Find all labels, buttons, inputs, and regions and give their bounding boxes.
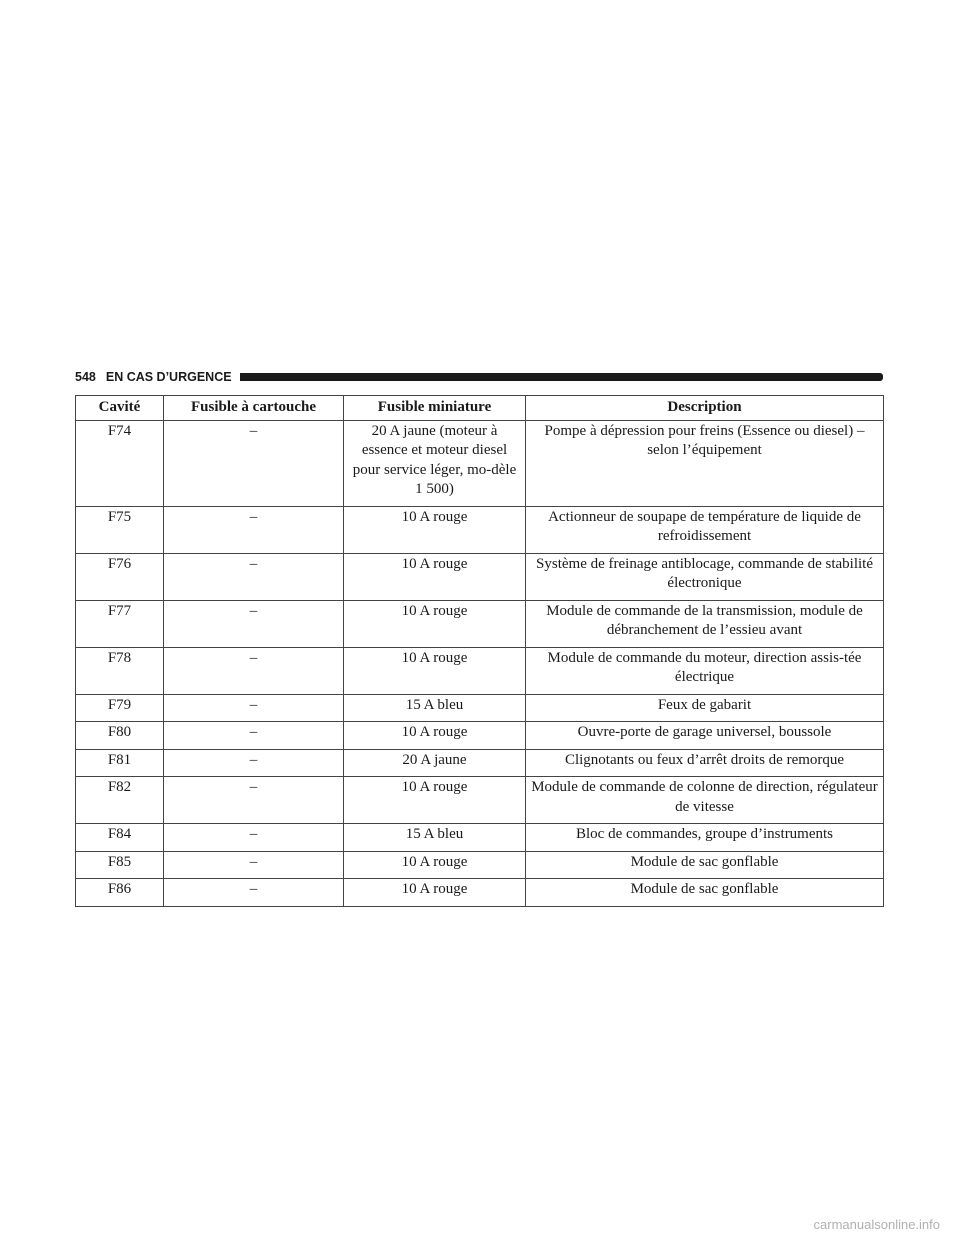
column-header-description: Description — [525, 395, 884, 421]
cell-cartridge-fuse: – — [163, 506, 344, 554]
table-row: F82 – 10 A rouge Module de commande de c… — [75, 776, 884, 824]
cell-mini-fuse: 10 A rouge — [343, 721, 526, 750]
table-row: F78 – 10 A rouge Module de commande du m… — [75, 647, 884, 695]
cell-description: Module de sac gonflable — [525, 878, 884, 907]
cell-mini-fuse: 15 A bleu — [343, 823, 526, 852]
table-row: F81 – 20 A jaune Clignotants ou feux d’a… — [75, 749, 884, 777]
column-header-cartridge-fuse: Fusible à cartouche — [163, 395, 344, 421]
cell-cartridge-fuse: – — [163, 600, 344, 648]
cell-cartridge-fuse: – — [163, 823, 344, 852]
table-row: F84 – 15 A bleu Bloc de commandes, group… — [75, 823, 884, 852]
cell-mini-fuse: 10 A rouge — [343, 851, 526, 879]
table-row: F80 – 10 A rouge Ouvre-porte de garage u… — [75, 721, 884, 750]
cell-cavity: F79 — [75, 694, 164, 722]
cell-cavity: F76 — [75, 553, 164, 601]
cell-cartridge-fuse: – — [163, 694, 344, 722]
table-header-row: Cavité Fusible à cartouche Fusible minia… — [75, 395, 884, 421]
cell-mini-fuse: 10 A rouge — [343, 878, 526, 907]
cell-description: Clignotants ou feux d’arrêt droits de re… — [525, 749, 884, 777]
page-header: 548 EN CAS D’URGENCE — [75, 369, 883, 385]
table-row: F79 – 15 A bleu Feux de gabarit — [75, 694, 884, 722]
table-row: F75 – 10 A rouge Actionneur de soupape d… — [75, 506, 884, 554]
cell-description: Module de commande du moteur, direction … — [525, 647, 884, 695]
table-body: F74 – 20 A jaune (moteur à essence et mo… — [75, 420, 884, 907]
cell-description: Système de freinage antiblocage, command… — [525, 553, 884, 601]
header-rule — [239, 373, 883, 381]
cell-cavity: F74 — [75, 420, 164, 507]
cell-cartridge-fuse: – — [163, 420, 344, 507]
cell-cartridge-fuse: – — [163, 776, 344, 824]
cell-mini-fuse: 20 A jaune — [343, 749, 526, 777]
fuse-table: Cavité Fusible à cartouche Fusible minia… — [75, 395, 884, 907]
cell-cavity: F84 — [75, 823, 164, 852]
cell-description: Bloc de commandes, groupe d’instruments — [525, 823, 884, 852]
cell-mini-fuse: 10 A rouge — [343, 776, 526, 824]
cell-cartridge-fuse: – — [163, 878, 344, 907]
column-header-mini-fuse: Fusible miniature — [343, 395, 526, 421]
cell-description: Pompe à dépression pour freins (Essence … — [525, 420, 884, 507]
cell-mini-fuse: 10 A rouge — [343, 600, 526, 648]
cell-cavity: F85 — [75, 851, 164, 879]
cell-cavity: F80 — [75, 721, 164, 750]
cell-mini-fuse: 10 A rouge — [343, 506, 526, 554]
cell-cavity: F75 — [75, 506, 164, 554]
cell-description: Feux de gabarit — [525, 694, 884, 722]
cell-mini-fuse: 20 A jaune (moteur à essence et moteur d… — [343, 420, 526, 507]
cell-cavity: F86 — [75, 878, 164, 907]
cell-cavity: F82 — [75, 776, 164, 824]
cell-cartridge-fuse: – — [163, 553, 344, 601]
cell-cavity: F78 — [75, 647, 164, 695]
table-row: F77 – 10 A rouge Module de commande de l… — [75, 600, 884, 648]
cell-cartridge-fuse: – — [163, 749, 344, 777]
watermark: carmanualsonline.info — [813, 1217, 940, 1232]
cell-cartridge-fuse: – — [163, 851, 344, 879]
cell-description: Module de sac gonflable — [525, 851, 884, 879]
table-row: F74 – 20 A jaune (moteur à essence et mo… — [75, 420, 884, 507]
cell-mini-fuse: 10 A rouge — [343, 553, 526, 601]
cell-description: Actionneur de soupape de température de … — [525, 506, 884, 554]
cell-mini-fuse: 15 A bleu — [343, 694, 526, 722]
cell-cartridge-fuse: – — [163, 647, 344, 695]
cell-mini-fuse: 10 A rouge — [343, 647, 526, 695]
column-header-cavity: Cavité — [75, 395, 164, 421]
cell-description: Module de commande de la transmission, m… — [525, 600, 884, 648]
table-row: F76 – 10 A rouge Système de freinage ant… — [75, 553, 884, 601]
cell-description: Module de commande de colonne de directi… — [525, 776, 884, 824]
section-title: EN CAS D’URGENCE — [105, 370, 232, 384]
cell-description: Ouvre-porte de garage universel, boussol… — [525, 721, 884, 750]
table-row: F86 – 10 A rouge Module de sac gonflable — [75, 878, 884, 907]
page-number: 548 — [75, 370, 96, 384]
cell-cavity: F81 — [75, 749, 164, 777]
cell-cavity: F77 — [75, 600, 164, 648]
cell-cartridge-fuse: – — [163, 721, 344, 750]
table-row: F85 – 10 A rouge Module de sac gonflable — [75, 851, 884, 879]
